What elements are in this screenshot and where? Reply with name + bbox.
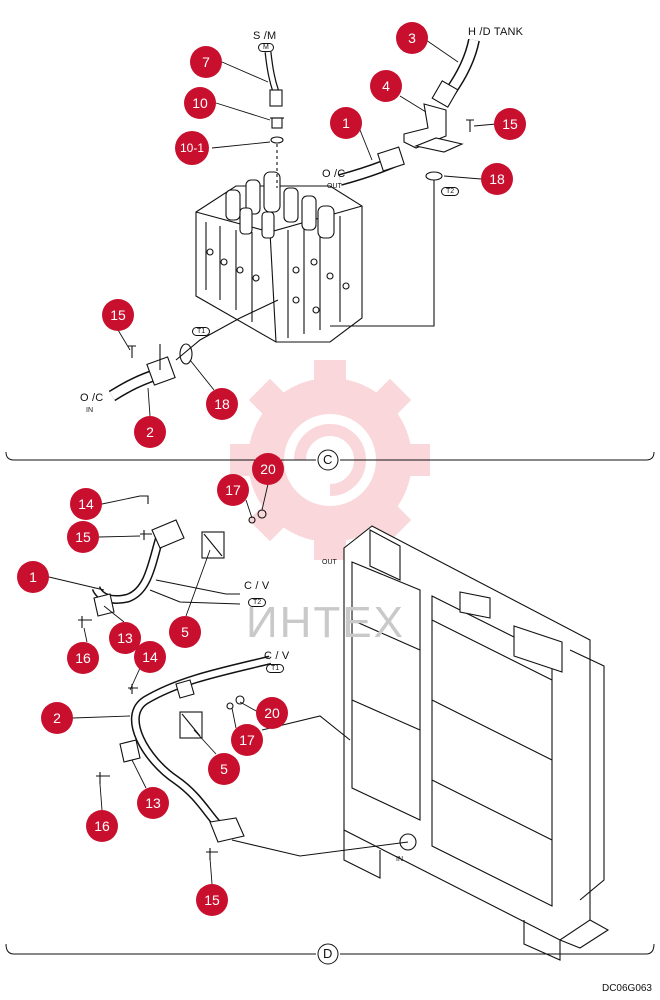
section-c-divider <box>5 449 655 471</box>
callout-c-7: 7 <box>190 46 222 78</box>
callout-c-15a: 15 <box>494 108 526 140</box>
callout-c-1b: 1 <box>17 561 49 593</box>
callout-c-16b: 16 <box>86 810 118 842</box>
label-radiator-out: OUT <box>322 559 337 566</box>
callout-c-5a: 5 <box>169 616 201 648</box>
tag-t2: T2 <box>441 187 460 196</box>
callout-c-16a: 16 <box>67 642 99 674</box>
callout-c-10-1: 10-1 <box>175 131 209 165</box>
label-oc-out: O /C <box>322 168 346 180</box>
callout-c-20a: 20 <box>252 453 284 485</box>
label-sm: S /M <box>253 30 277 42</box>
tag-cv-bottom: T1 <box>266 664 285 673</box>
callout-c-18a: 18 <box>481 163 513 195</box>
section-c-drawing <box>108 38 480 402</box>
drawing-code: DC06G063 <box>601 983 652 994</box>
callout-c-15c: 15 <box>67 521 99 553</box>
callout-c-1a: 1 <box>330 107 362 139</box>
callout-c-2a: 2 <box>134 416 166 448</box>
callout-c-17a: 17 <box>217 474 249 506</box>
tag-t1: T1 <box>192 327 211 336</box>
label-radiator-in: IN <box>396 856 403 863</box>
tag-m: M <box>258 43 274 52</box>
callout-c-17b: 17 <box>231 724 263 756</box>
callout-c-14b: 14 <box>134 641 166 673</box>
label-oc-in: O /C <box>80 392 104 404</box>
section-d-marker: D <box>323 946 333 961</box>
callout-c-15d: 15 <box>196 884 228 916</box>
control-valve-block <box>195 171 363 343</box>
label-cv-bottom: C / V <box>264 650 290 662</box>
label-out-small: OUT <box>327 183 342 190</box>
radiator-assembly <box>343 525 610 961</box>
section-d-drawing <box>78 495 610 961</box>
label-hd-tank: H /D TANK <box>468 26 524 38</box>
callout-c-4: 4 <box>370 70 402 102</box>
callout-c-5b: 5 <box>208 753 240 785</box>
elbow-fitting <box>403 103 447 149</box>
watermark-text: ИНТЕХ <box>246 598 405 647</box>
label-cv-top: C / V <box>244 580 270 592</box>
section-d-divider <box>5 943 655 965</box>
callout-c-2b: 2 <box>41 702 73 734</box>
callout-c-20b: 20 <box>256 697 288 729</box>
callout-c-13a: 13 <box>109 622 141 654</box>
label-in-small: IN <box>86 407 93 414</box>
section-c-marker: C <box>323 452 333 467</box>
callout-leaders <box>48 39 497 885</box>
callout-c-3: 3 <box>396 22 428 54</box>
tag-cv-top: T2 <box>248 598 267 607</box>
callout-c-14a: 14 <box>70 488 102 520</box>
callout-c-15b: 15 <box>102 299 134 331</box>
callout-c-18b: 18 <box>206 388 238 420</box>
callout-c-10: 10 <box>184 87 216 119</box>
callout-c-13b: 13 <box>137 787 169 819</box>
